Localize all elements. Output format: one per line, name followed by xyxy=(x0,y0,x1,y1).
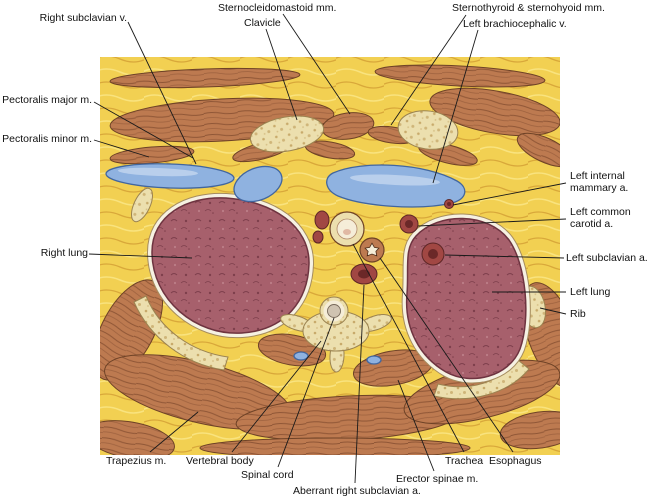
label-sternocleidomastoid: Sternocleidomastoid mm. xyxy=(218,2,337,14)
esophagus-group xyxy=(359,237,385,263)
leader-line-esophagus xyxy=(379,257,514,453)
leader-line-pectoralis-major xyxy=(93,101,194,159)
right-lung-shape xyxy=(151,197,310,334)
label-left-internal-mammary-a: Left internal mammary a. xyxy=(570,170,629,195)
leader-line-spinal-cord xyxy=(277,317,335,468)
left-lung-shape xyxy=(405,217,527,380)
leader-line-left-internal-mammary-a xyxy=(452,182,567,206)
leader-line-aberrant-right-subclavian-a xyxy=(354,284,365,484)
label-right-lung: Right lung xyxy=(40,247,88,259)
label-trachea: Trachea xyxy=(445,455,484,467)
pectoralis-minor-shape xyxy=(109,145,195,165)
label-pectoralis-major: Pectoralis major m. xyxy=(2,94,92,106)
leader-line-right-subclavian-v xyxy=(127,21,197,165)
leader-line-sternocleidomastoid xyxy=(282,13,351,115)
label-sternothyroid-sternohyoid: Sternothyroid & sternohyoid mm. xyxy=(452,2,605,14)
trachea-group xyxy=(329,211,365,247)
label-left-brachiocephalic-v: Left brachiocephalic v. xyxy=(463,18,567,30)
label-left-lung: Left lung xyxy=(570,286,611,298)
vertebra xyxy=(280,296,392,373)
leader-line-right-lung xyxy=(88,253,193,259)
label-trapezius-m: Trapezius m. xyxy=(106,455,167,467)
leader-line-pectoralis-minor xyxy=(93,139,150,158)
right-clavicle-shape xyxy=(249,115,325,153)
label-aberrant-right-subclavian-a: Aberrant right subclavian a. xyxy=(293,485,421,497)
leader-line-sternothyroid xyxy=(390,14,467,126)
label-erector-spinae-m: Erector spinae m. xyxy=(396,473,479,485)
leader-lines xyxy=(88,13,567,484)
label-spinal-cord: Spinal cord xyxy=(241,469,294,481)
leader-line-vertebral-body xyxy=(231,340,322,453)
leader-line-left-brachiocephalic-v xyxy=(432,29,479,184)
label-pectoralis-minor: Pectoralis minor m. xyxy=(2,133,92,145)
label-left-subclavian-a: Left subclavian a. xyxy=(566,252,648,264)
leader-line-trapezius-m xyxy=(149,411,199,453)
leader-line-left-common-carotid-a xyxy=(417,218,567,227)
spinal-cord-shape xyxy=(327,304,341,318)
label-esophagus: Esophagus xyxy=(489,455,542,467)
label-rib: Rib xyxy=(570,308,586,320)
label-left-common-carotid-a: Left common carotid a. xyxy=(570,206,631,231)
leader-line-clavicle xyxy=(265,28,298,121)
label-clavicle: Clavicle xyxy=(244,17,281,29)
arteries xyxy=(312,199,454,285)
leader-line-left-subclavian-a xyxy=(444,254,565,259)
clavicles xyxy=(249,110,459,153)
left-clavicle-shape xyxy=(397,110,459,150)
leader-line-erector-spinae-m xyxy=(397,379,435,472)
label-right-subclavian-v: Right subclavian v. xyxy=(39,12,127,24)
leader-line-rib xyxy=(539,307,567,315)
label-vertebral-body: Vertebral body xyxy=(186,455,254,467)
veins xyxy=(105,163,466,365)
leader-line-trachea xyxy=(352,243,465,453)
